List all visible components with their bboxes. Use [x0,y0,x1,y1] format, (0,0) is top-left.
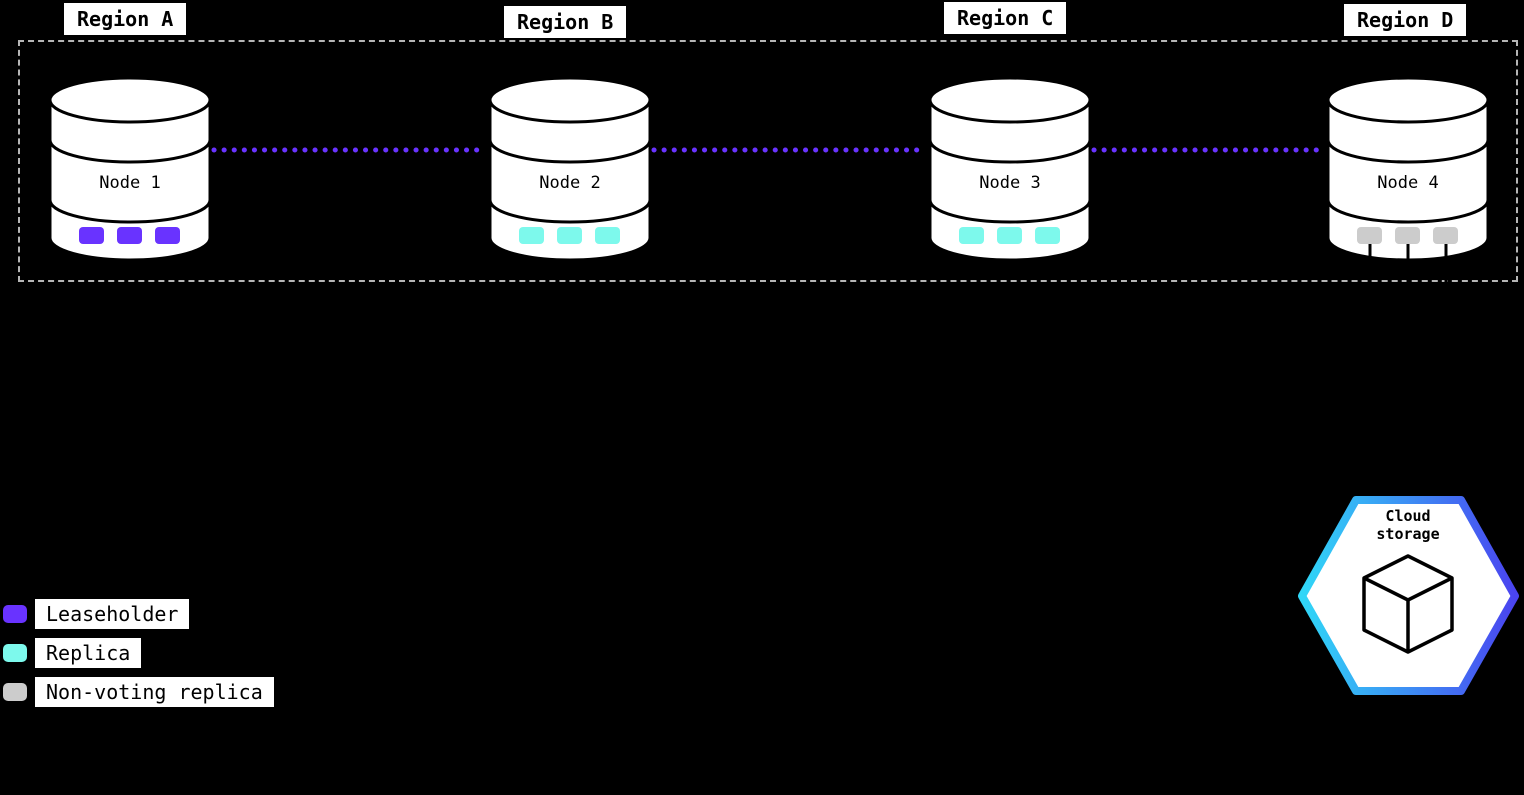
database-icon-band [928,139,1092,164]
replica-range-square [997,227,1022,244]
cluster-dashed-border [18,40,1518,282]
node-3-label: Node 3 [979,173,1041,193]
database-icon-band [48,199,212,224]
cloud-storage-label: Cloud storage [1376,507,1440,543]
region-label-b: Region B [504,6,627,38]
non-voting-replica-square [1433,227,1458,244]
legend-item-non-voting-replica: Non-voting replica [2,677,274,707]
non-voting-replica-square [1357,227,1382,244]
hexagon-shape [1298,496,1519,695]
cube-icon [1362,554,1454,654]
node-3-cylinder [928,76,1092,262]
node-2-label: Node 2 [539,173,601,193]
leaseholder-range-square [117,227,142,244]
database-icon-top [488,76,652,124]
region-label-d: Region D [1344,4,1467,36]
database-icon-band [488,199,652,224]
region-label-c: Region C [944,2,1067,34]
database-icon-band [48,139,212,164]
legend-item-replica: Replica [2,638,274,668]
replica-range-square [1035,227,1060,244]
database-icon-band [488,139,652,164]
legend-item-leaseholder: Leaseholder [2,599,274,629]
legend: Leaseholder Replica Non-voting replica [2,599,274,707]
leaseholder-swatch-icon [3,605,27,623]
database-icon-band [1326,199,1490,224]
database-icon-top [928,76,1092,124]
replica-range-square [959,227,984,244]
cloud-storage-hexagon [1298,496,1519,695]
leaseholder-range-square [155,227,180,244]
legend-label-replica: Replica [35,638,142,668]
non-voting-replica-square [1395,227,1420,244]
node-4-label: Node 4 [1377,173,1439,193]
database-icon-top [1326,76,1490,124]
replica-swatch-icon [3,644,27,662]
replica-range-square [595,227,620,244]
node-4-cylinder [1326,76,1490,304]
node-1-label: Node 1 [99,173,161,193]
legend-label-non-voting-replica: Non-voting replica [35,677,274,707]
non-voting-replica-swatch-icon [3,683,27,701]
replica-range-square [519,227,544,244]
leaseholder-range-square [79,227,104,244]
region-label-a: Region A [64,3,187,35]
database-icon-top [48,76,212,124]
node-2-cylinder [488,76,652,262]
legend-label-leaseholder: Leaseholder [35,599,190,629]
node-1-cylinder [48,76,212,262]
replica-range-square [557,227,582,244]
database-icon-band [1326,139,1490,164]
database-icon-band [928,199,1092,224]
